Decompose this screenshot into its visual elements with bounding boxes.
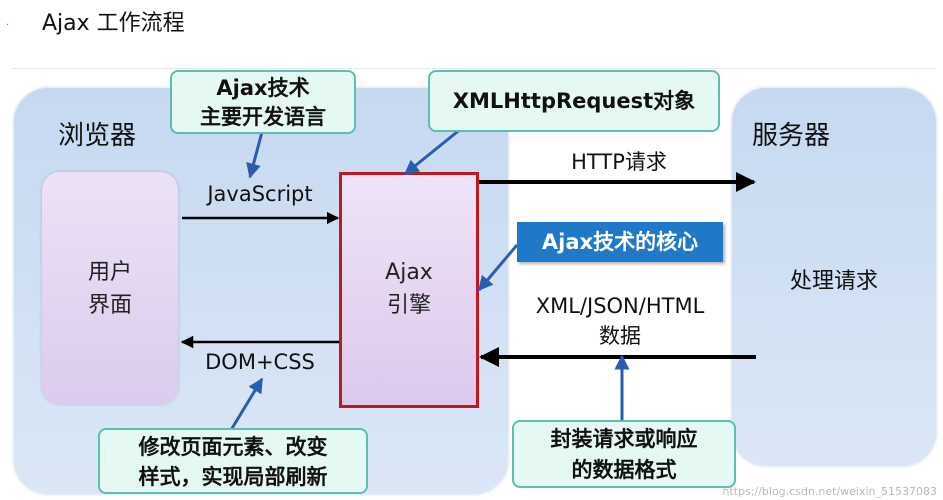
pointer-modify <box>229 377 264 431</box>
http-request-label: HTTP请求 <box>571 150 667 174</box>
callout-modify-line1: 修改页面元素、改变 <box>138 435 328 459</box>
javascript-label: JavaScript <box>207 182 313 206</box>
ajax-engine-line1: Ajax <box>385 260 433 285</box>
user-interface-label: 用户 界面 <box>42 256 178 322</box>
data-format-label: XML/JSON/HTML 数据 <box>505 291 735 351</box>
page-title: Ajax 工作流程 <box>42 11 185 36</box>
data-format-line1: XML/JSON/HTML <box>535 294 705 318</box>
bullet-dot: · <box>6 20 10 31</box>
browser-title: 浏览器 <box>58 121 137 151</box>
watermark: https://blog.csdn.net/weixin_51537083 <box>722 485 937 498</box>
pointer-core <box>477 244 519 292</box>
user-interface-line2: 界面 <box>87 293 132 318</box>
callout-wrap-line2: 的数据格式 <box>571 458 677 482</box>
server-panel <box>732 88 936 466</box>
callout-ajax-language-line1: Ajax技术 <box>216 76 310 100</box>
divider <box>12 68 936 69</box>
callout-modify-line2: 样式，实现局部刷新 <box>138 465 328 489</box>
server-title: 服务器 <box>752 121 831 151</box>
callout-wrap-format: 封装请求或响应 的数据格式 <box>512 420 736 488</box>
ajax-engine-label: Ajax 引擎 <box>339 256 479 322</box>
callout-wrap-line1: 封装请求或响应 <box>550 427 698 451</box>
ajax-engine-box <box>339 172 479 408</box>
ajax-engine-line2: 引擎 <box>386 293 431 318</box>
data-format-line2: 数据 <box>599 324 641 348</box>
callout-ajax-language: Ajax技术 主要开发语言 <box>170 70 356 134</box>
pointer-xhr <box>403 126 463 176</box>
callout-ajax-language-line2: 主要开发语言 <box>200 105 326 129</box>
dom-css-label: DOM+CSS <box>205 350 315 374</box>
callout-modify-elements: 修改页面元素、改变 样式，实现局部刷新 <box>98 428 368 494</box>
user-interface-line1: 用户 <box>87 260 132 285</box>
callout-ajax-core: Ajax技术的核心 <box>517 222 723 262</box>
user-interface-box <box>42 172 178 404</box>
pointer-ajax-lang <box>246 131 264 179</box>
callout-xhr: XMLHttpRequest对象 <box>428 70 720 132</box>
server-process-label: 处理请求 <box>789 269 878 294</box>
